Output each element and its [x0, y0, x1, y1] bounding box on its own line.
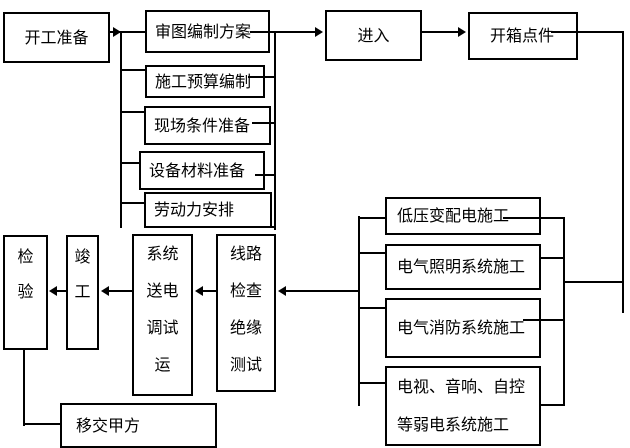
box-label: 绝缘 — [229, 318, 262, 337]
equipment-materials-box: 设备材料准备 — [139, 151, 265, 190]
handover-box: 移交甲方 — [60, 403, 217, 448]
connector-line — [122, 69, 147, 71]
connector-line — [359, 382, 387, 384]
enter-box: 进入 — [325, 10, 422, 61]
connector-line — [250, 31, 316, 33]
construction-budget-box: 施工预算编制 — [145, 65, 265, 98]
connector-line — [122, 111, 146, 113]
connector-line — [122, 162, 141, 164]
connector-line — [203, 290, 217, 292]
labor-arrangement-box: 劳动力安排 — [144, 192, 272, 228]
connector-line — [422, 31, 458, 33]
connector-line — [541, 404, 565, 406]
arrowhead-right-icon — [458, 27, 466, 37]
connector-line — [252, 226, 276, 228]
box-label: 移交甲方 — [76, 415, 141, 435]
box-label: 检 — [17, 247, 34, 266]
box-label: 检查 — [229, 281, 262, 300]
start-preparation-box: 开工准备 — [3, 12, 110, 63]
electrical-fire-box: 电气消防系统施工 — [385, 298, 541, 358]
connector-line — [110, 31, 145, 33]
box-label: 现场条件准备 — [154, 115, 251, 135]
electrical-lighting-box: 电气照明系统施工 — [385, 244, 541, 290]
completion-box: 竣 工 — [66, 235, 99, 350]
connector-line — [109, 290, 133, 292]
box-label: 验 — [17, 282, 34, 301]
connector-line — [23, 350, 25, 426]
low-voltage-distribution-box: 低压变配电施工 — [385, 197, 541, 235]
connector-line — [286, 290, 360, 292]
connector-line — [565, 281, 624, 283]
connector-line — [122, 202, 146, 204]
system-commissioning-box: 系统 送电 调试 运 — [132, 234, 193, 396]
connector-line — [274, 31, 276, 230]
arrowhead-left-icon — [195, 286, 203, 296]
connector-line — [359, 307, 387, 309]
box-label: 竣 — [74, 247, 91, 266]
site-conditions-box: 现场条件准备 — [144, 106, 271, 145]
box-label: 测试 — [229, 355, 262, 374]
box-label: 线路 — [229, 244, 262, 263]
box-label: 调试 — [146, 318, 179, 337]
connector-line — [359, 217, 387, 219]
box-label: 电气消防系统施工 — [397, 318, 526, 337]
box-label: 低压变配电施工 — [397, 206, 510, 225]
arrowhead-right-icon — [315, 27, 323, 37]
connector-line — [523, 319, 565, 321]
arrowhead-right-icon — [113, 27, 121, 37]
line-check-insulation-box: 线路 检查 绝缘 测试 — [216, 234, 276, 392]
connector-line — [358, 216, 360, 406]
box-label: 送电 — [146, 281, 179, 300]
box-label: 电气照明系统施工 — [397, 257, 526, 276]
box-label: 工 — [74, 282, 91, 301]
drawing-review-plan-box: 审图编制方案 — [145, 10, 270, 53]
arrowhead-left-icon — [49, 286, 57, 296]
connector-line — [248, 76, 276, 78]
connector-line — [622, 31, 624, 313]
weak-current-systems-box: 电视、音响、自控 等弱电系统施工 — [385, 366, 541, 446]
connector-line — [24, 423, 62, 425]
connector-line — [359, 252, 387, 254]
arrowhead-left-icon — [278, 286, 286, 296]
connector-line — [551, 31, 624, 33]
box-label: 开工准备 — [24, 27, 89, 47]
box-label: 系统 — [146, 244, 179, 263]
connector-line — [563, 217, 565, 405]
inspection-box: 检 验 — [3, 235, 48, 350]
connector-line — [120, 31, 122, 228]
box-label: 等弱电系统施工 — [397, 415, 510, 434]
box-label: 设备材料准备 — [149, 160, 246, 180]
box-label: 劳动力安排 — [154, 200, 235, 219]
box-label: 进入 — [357, 25, 390, 45]
connector-line — [252, 122, 276, 124]
box-label: 运 — [154, 355, 171, 374]
arrowhead-left-icon — [101, 286, 109, 296]
box-label: 审图编制方案 — [155, 21, 252, 41]
unpack-count-box: 开箱点件 — [468, 12, 578, 60]
connector-line — [541, 257, 565, 259]
box-label: 电视、音响、自控 — [397, 377, 526, 396]
connector-line — [57, 290, 67, 292]
box-label: 开箱点件 — [490, 26, 555, 45]
connector-line — [255, 174, 276, 176]
connector-line — [503, 217, 565, 219]
box-label: 施工预算编制 — [155, 71, 252, 91]
